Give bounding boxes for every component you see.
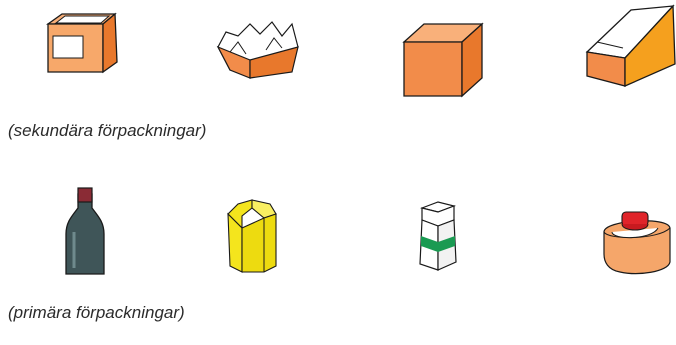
secondary-packaging-row <box>0 0 676 120</box>
sloped-display-tray-icon <box>585 2 675 88</box>
primary-packaging-caption: (primära förpackningar) <box>8 303 185 323</box>
torn-open-tray-icon <box>216 12 306 82</box>
open-window-box-icon <box>45 6 125 76</box>
bottle-icon <box>60 186 110 278</box>
milk-carton-icon <box>414 198 464 274</box>
primary-packaging-row <box>0 180 676 280</box>
tub-with-lid-icon <box>598 206 676 276</box>
yellow-carton-icon <box>224 194 284 274</box>
secondary-packaging-caption: (sekundära förpackningar) <box>8 121 206 141</box>
closed-box-icon <box>402 18 492 98</box>
